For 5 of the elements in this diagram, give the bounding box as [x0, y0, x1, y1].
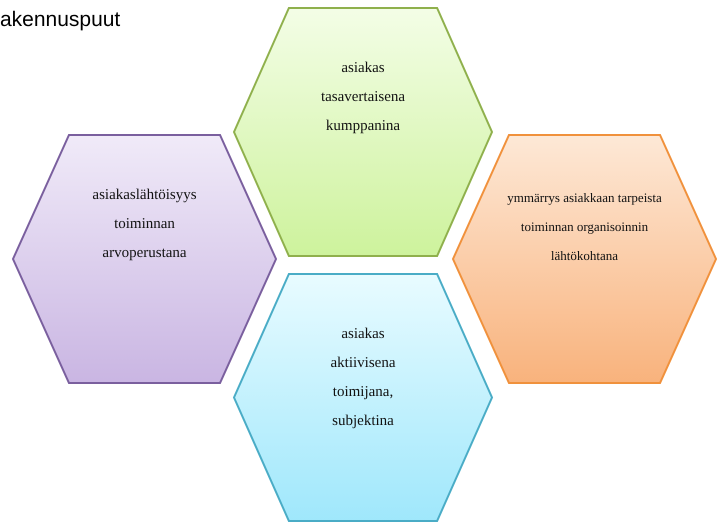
hexagon-label: asiakas aktiivisena toimijana, subjektina [330, 325, 396, 431]
hexagon-label: asiakaslähtöisyys toiminnan arvoperustana [91, 186, 198, 263]
title: akennuspuut [0, 8, 120, 32]
hexagon-label: ymmärrys asiakkaan tarpeista toiminnan organisoinnin lähtökohtana [506, 189, 663, 265]
hexagon-label: asiakas tasavertaisena kumppanina [320, 59, 406, 136]
